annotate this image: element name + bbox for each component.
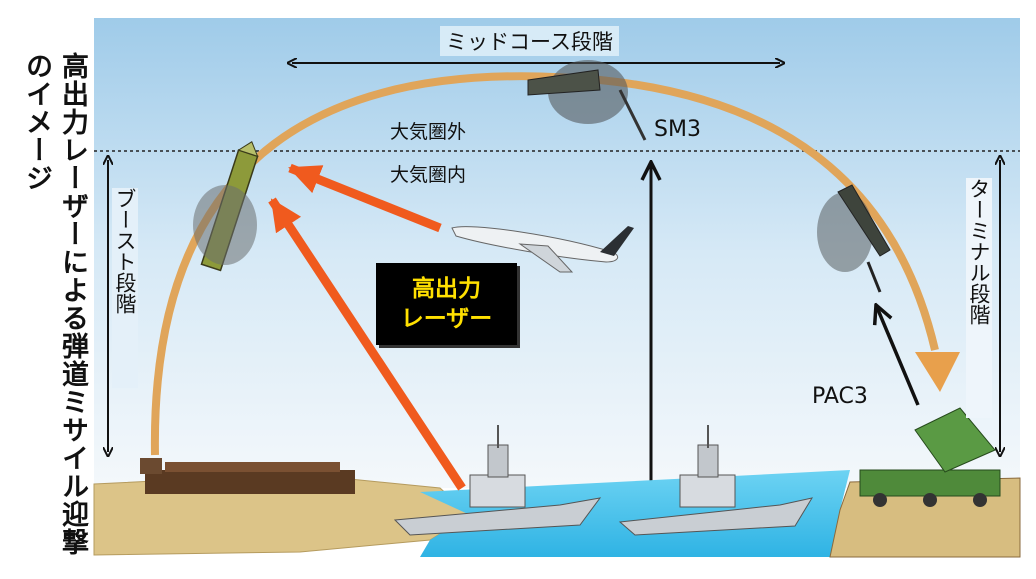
laser-label-line-2: レーザー: [400, 306, 493, 332]
outside-atmosphere-label: 大気圏外: [390, 121, 467, 143]
laser-beam-from-aircraft: [288, 163, 442, 233]
smoke-cloud: [193, 185, 257, 265]
sm3-interceptor-trail: [618, 89, 647, 141]
laser-label-line-1: 高出力: [412, 276, 481, 302]
terminal-phase-label: ターミナル段階: [966, 178, 992, 418]
missile-launch-site: [140, 458, 355, 494]
destroyer-left: [393, 425, 602, 536]
sm3-label: SM3: [654, 117, 701, 142]
boost-phase-label: ブースト段階: [112, 188, 138, 388]
warhead-midcourse: [527, 69, 601, 96]
laser-beam-from-ship: [268, 197, 466, 491]
pac3-launch-arrow: [876, 305, 920, 406]
pac3-label: PAC3: [812, 384, 868, 409]
trajectory-arrowhead: [915, 352, 960, 392]
page-title: 高出力レーザーによる弾道ミサイル迎撃のイメージ: [21, 52, 88, 556]
laser-aircraft: [451, 226, 634, 273]
pac3-interceptor-trail: [866, 261, 882, 293]
inside-atmosphere-label: 大気圏内: [390, 164, 467, 186]
sea: [420, 470, 850, 557]
midcourse-phase-label: ミッドコース段階: [440, 26, 619, 56]
high-power-laser-label: 高出力 レーザー: [376, 263, 517, 345]
pac3-launcher: [859, 407, 1001, 507]
destroyer-right: [618, 425, 814, 536]
warhead-terminal: [837, 184, 891, 257]
